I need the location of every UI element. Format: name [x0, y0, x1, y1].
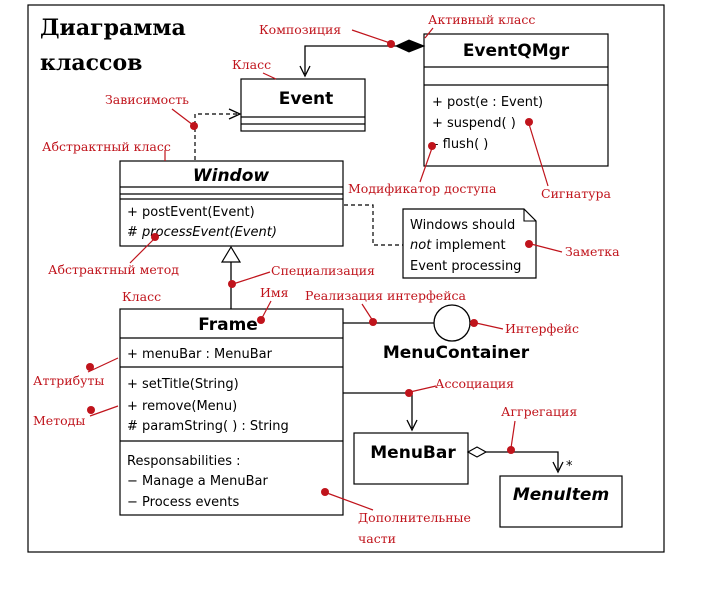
annotation-abstract-class: Абстрактный класс	[42, 139, 171, 161]
class-frame[interactable]: Frame + menuBar : MenuBar + setTitle(Str…	[119, 308, 344, 516]
class-eventqmgr[interactable]: EventQMgr + post(e : Event) + suspend( )…	[423, 33, 609, 167]
class-window-method-1: + postEvent(Event)	[127, 205, 255, 220]
interface-circle	[433, 304, 471, 342]
note-anchor-line	[344, 204, 403, 246]
svg-text:Класс: Класс	[232, 57, 271, 72]
diagram-title-line1: Диаграмма	[40, 15, 186, 41]
class-eventqmgr-method-1: + post(e : Event)	[432, 95, 543, 110]
svg-text:Аттрибуты: Аттрибуты	[33, 373, 104, 388]
class-menuitem-multiplicity: *	[566, 459, 573, 474]
annotation-interface: Интерфейс	[470, 319, 579, 336]
class-window-name: Window	[193, 166, 270, 186]
svg-text:Модификатор доступа: Модификатор доступа	[348, 181, 497, 196]
composition-relation	[299, 39, 426, 78]
interface-name: MenuContainer	[383, 343, 530, 363]
annotation-signature: Сигнатура	[525, 118, 612, 201]
class-event-name: Event	[279, 89, 333, 109]
svg-text:Ассоциация: Ассоциация	[435, 376, 514, 391]
annotation-aggregation: Аггрегация	[501, 404, 577, 454]
svg-text:Имя: Имя	[260, 285, 289, 300]
annotation-methods: Методы	[33, 405, 119, 428]
class-frame-method-3: # paramString( ) : String	[127, 419, 289, 434]
class-window-method-2: # processEvent(Event)	[127, 225, 277, 240]
svg-text:Композиция: Композиция	[259, 22, 341, 37]
class-eventqmgr-method-3: – flush( )	[432, 137, 488, 152]
svg-text:Методы: Методы	[33, 413, 85, 428]
svg-text:Класс: Класс	[122, 289, 161, 304]
annotation-class-top: Класс	[232, 57, 277, 80]
class-frame-name: Frame	[198, 315, 258, 335]
class-eventqmgr-method-2: + suspend( )	[432, 116, 516, 131]
svg-text:Зависимость: Зависимость	[105, 92, 189, 107]
class-frame-method-1: + setTitle(String)	[127, 377, 239, 392]
annotation-active-class: Активный класс	[424, 12, 535, 39]
annotation-abstract-method: Абстрактный метод	[48, 233, 179, 277]
note-line-1: Windows should	[410, 218, 515, 233]
class-frame-attribute: + menuBar : MenuBar	[127, 347, 273, 362]
class-frame-responsibility-1: − Manage a MenuBar	[127, 474, 268, 489]
note: Windows should not implement Event proce…	[402, 208, 537, 279]
annotation-specialization: Специализация	[228, 263, 375, 288]
svg-text:Интерфейс: Интерфейс	[505, 321, 579, 336]
aggregation-diamond	[466, 446, 488, 458]
svg-text:Активный класс: Активный класс	[428, 12, 535, 27]
diagram-frame	[27, 4, 665, 553]
class-window[interactable]: Window + postEvent(Event) # processEvent…	[119, 160, 344, 247]
svg-text:Абстрактный метод: Абстрактный метод	[48, 262, 179, 277]
class-event[interactable]: Event	[240, 78, 366, 132]
class-menuitem[interactable]: MenuItem	[499, 475, 623, 528]
note-line-3: Event processing	[410, 259, 521, 274]
annotation-interface-realization: Реализация интерфейса	[305, 288, 467, 326]
annotation-association: Ассоциация	[405, 376, 514, 397]
composition-diamond	[394, 39, 426, 53]
annotation-extra-parts: Дополнительные части	[321, 488, 471, 546]
svg-text:Дополнительные: Дополнительные	[358, 510, 471, 525]
svg-text:Заметка: Заметка	[565, 244, 620, 259]
svg-text:Специализация: Специализация	[271, 263, 375, 278]
annotation-attributes: Аттрибуты	[33, 357, 119, 388]
class-eventqmgr-name: EventQMgr	[463, 41, 570, 61]
class-menubar[interactable]: MenuBar	[353, 432, 469, 485]
annotation-note: Заметка	[525, 240, 620, 259]
annotation-class-frame: Класс	[122, 289, 161, 304]
svg-text:Сигнатура: Сигнатура	[541, 186, 612, 201]
diagram-title-line2: классов	[40, 50, 142, 76]
svg-text:части: части	[358, 531, 396, 546]
class-menubar-name: MenuBar	[370, 443, 456, 463]
svg-text:Аггрегация: Аггрегация	[501, 404, 577, 419]
generalization-relation	[220, 245, 242, 309]
annotation-access-modifier: Модификатор доступа	[348, 142, 497, 196]
note-line-2: not implement	[410, 238, 506, 253]
aggregation-relation: *	[466, 446, 573, 474]
svg-text:Абстрактный класс: Абстрактный класс	[42, 139, 171, 154]
annotation-name: Имя	[257, 285, 289, 324]
class-frame-responsibility-2: − Process events	[127, 495, 239, 510]
class-menuitem-name: MenuItem	[513, 485, 609, 505]
association-relation	[343, 392, 418, 432]
class-frame-method-2: + remove(Menu)	[127, 399, 237, 414]
annotation-dependency: Зависимость	[105, 92, 198, 130]
dependency-relation	[194, 108, 242, 160]
annotation-composition: Композиция	[259, 22, 395, 48]
svg-text:Реализация интерфейса: Реализация интерфейса	[305, 288, 467, 303]
interface-realization	[343, 304, 471, 342]
class-frame-responsibilities-title: Responsabilities :	[127, 454, 240, 469]
